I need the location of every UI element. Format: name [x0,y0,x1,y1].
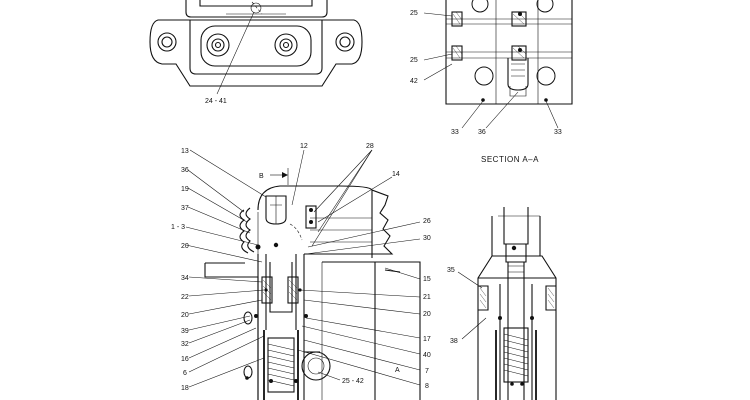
callout-36: 36 [478,129,486,136]
callout-25-mid: 25 [410,57,418,64]
callout-20a: 20 [181,243,189,250]
section-a-a-view [457,207,557,400]
callout-39: 39 [181,328,189,335]
callout-22: 22 [181,294,189,301]
callout-24-41: 24 - 41 [205,98,227,105]
callout-36b: 36 [181,167,189,174]
callout-18: 18 [181,385,189,392]
callout-19: 19 [181,186,189,193]
top-right-section-view [423,0,573,129]
callout-42-top: 42 [410,78,418,85]
callout-12: 12 [300,143,308,150]
section-caption: SECTION A–A [481,155,539,164]
callout-7: 7 [425,368,429,375]
callout-21: 21 [423,294,431,301]
callout-20b: 20 [181,312,189,319]
view-marker-b: B [259,173,264,180]
callout-8: 8 [425,383,429,390]
callout-30: 30 [423,235,431,242]
callout-26: 26 [423,218,431,225]
callout-25-top: 25 [410,10,418,17]
callout-33-right: 33 [554,129,562,136]
callout-28: 28 [366,143,374,150]
callout-1-3: 1 - 3 [171,224,185,231]
cut-marker-a: A [395,367,400,374]
main-section-view [185,149,421,400]
callout-38: 38 [450,338,458,345]
callout-40: 40 [423,352,431,359]
callout-33-left: 33 [451,129,459,136]
callout-34: 34 [181,275,189,282]
callout-32: 32 [181,341,189,348]
callout-20c: 20 [423,311,431,318]
plan-view-body [149,0,363,95]
callout-17: 17 [423,336,431,343]
callout-6: 6 [183,370,187,377]
callout-35: 35 [447,267,455,274]
callout-16: 16 [181,356,189,363]
callout-15: 15 [423,276,431,283]
callout-25-42: 25 - 42 [342,378,364,385]
callout-13: 13 [181,148,189,155]
callout-14: 14 [392,171,400,178]
callout-37: 37 [181,205,189,212]
